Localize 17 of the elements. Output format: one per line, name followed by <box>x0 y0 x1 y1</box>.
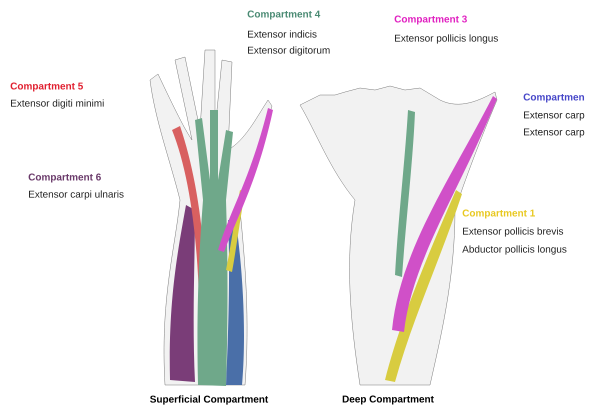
panel-caption: Superficial Compartment <box>150 395 268 405</box>
muscle-name: Extensor carp <box>524 128 584 138</box>
muscle-name: Extensor carp <box>524 112 584 120</box>
muscle-name: Extensor pollicis longus <box>395 34 498 44</box>
muscle-name: Extensor digiti minimi <box>11 99 104 109</box>
compartment-heading: Compartmen <box>524 94 584 102</box>
muscle-name: Extensor indicis <box>248 30 317 38</box>
muscle-name: Abductor pollicis longus <box>462 245 566 255</box>
compartment-heading: Compartment 1 <box>462 210 535 218</box>
compartment-heading: Compartment 3 <box>394 16 467 25</box>
panel-caption: Deep Compartment <box>342 396 434 405</box>
muscle-name: Extensor pollicis brevis <box>463 227 564 237</box>
compartment-heading: Compartment 4 <box>248 10 320 20</box>
muscle-name: Extensor digitorum <box>248 46 330 56</box>
muscle-name: Extensor carpi ulnaris <box>29 190 124 200</box>
compartment-heading: Compartment 6 <box>28 174 101 182</box>
compartment-heading: Compartment 5 <box>10 82 83 92</box>
